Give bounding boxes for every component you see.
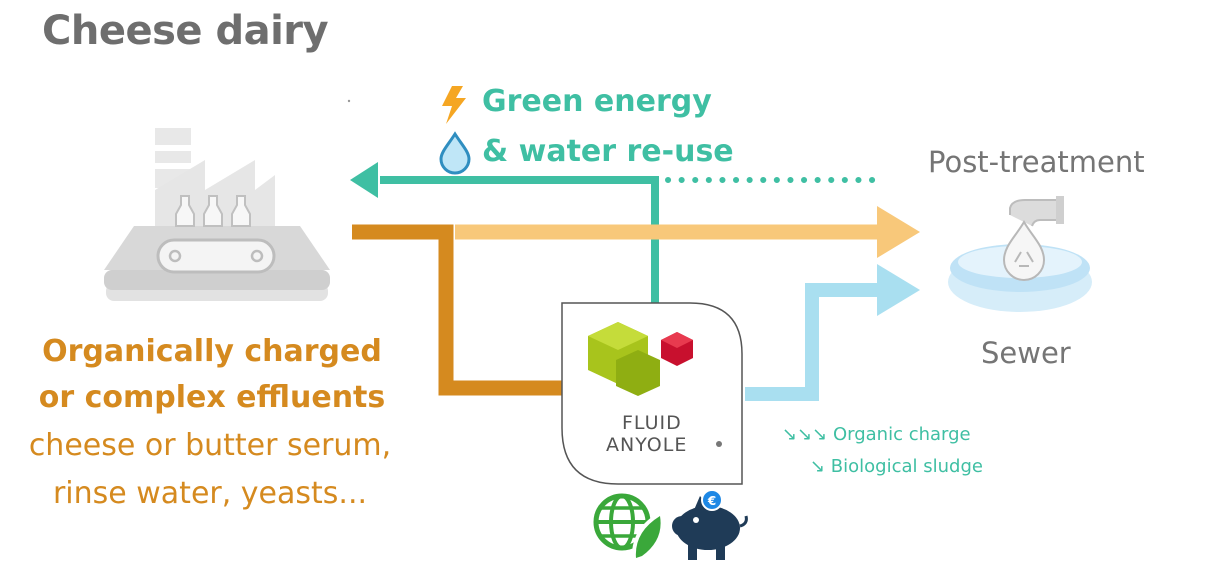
sewer-label: Sewer bbox=[981, 336, 1071, 370]
brand-line2: ANYOLE bbox=[606, 434, 688, 456]
effluent-detail-line1: cheese or butter serum, bbox=[28, 428, 392, 463]
blue-line bbox=[745, 283, 890, 401]
biological-sludge-label: ↘ Biological sludge bbox=[810, 456, 983, 477]
effluent-title-line1: Organically charged bbox=[42, 334, 382, 369]
euro-coin-icon: € bbox=[701, 489, 723, 511]
brand-line1: FLUID bbox=[622, 412, 682, 434]
globe-leaf-icon bbox=[593, 493, 662, 560]
hexagon-logo-icon bbox=[588, 322, 693, 396]
svg-text:€: € bbox=[707, 494, 716, 508]
fluid-anyole-card bbox=[561, 302, 743, 485]
orange-light-arrowhead bbox=[877, 206, 920, 258]
factory-icon bbox=[104, 128, 330, 301]
green-energy-label: Green energy bbox=[482, 84, 712, 119]
lightning-icon bbox=[442, 86, 466, 124]
orange-loop-line bbox=[352, 224, 562, 396]
effluent-detail-line2: rinse water, yeasts... bbox=[52, 476, 368, 511]
page-title: Cheese dairy bbox=[42, 8, 329, 54]
stray-dot bbox=[347, 99, 351, 103]
flow-lines bbox=[350, 162, 920, 401]
organic-charge-label: ↘↘↘ Organic charge bbox=[782, 424, 971, 445]
teal-return-arrowhead bbox=[350, 162, 378, 198]
post-treatment-label: Post-treatment bbox=[928, 145, 1145, 179]
teal-return-line bbox=[380, 176, 659, 310]
basin-icon bbox=[948, 196, 1092, 312]
water-drop-icon bbox=[439, 131, 471, 175]
blue-arrowhead bbox=[877, 264, 920, 316]
water-reuse-label: & water re-use bbox=[482, 134, 734, 169]
effluent-title-line2: or complex effluents bbox=[38, 380, 386, 415]
